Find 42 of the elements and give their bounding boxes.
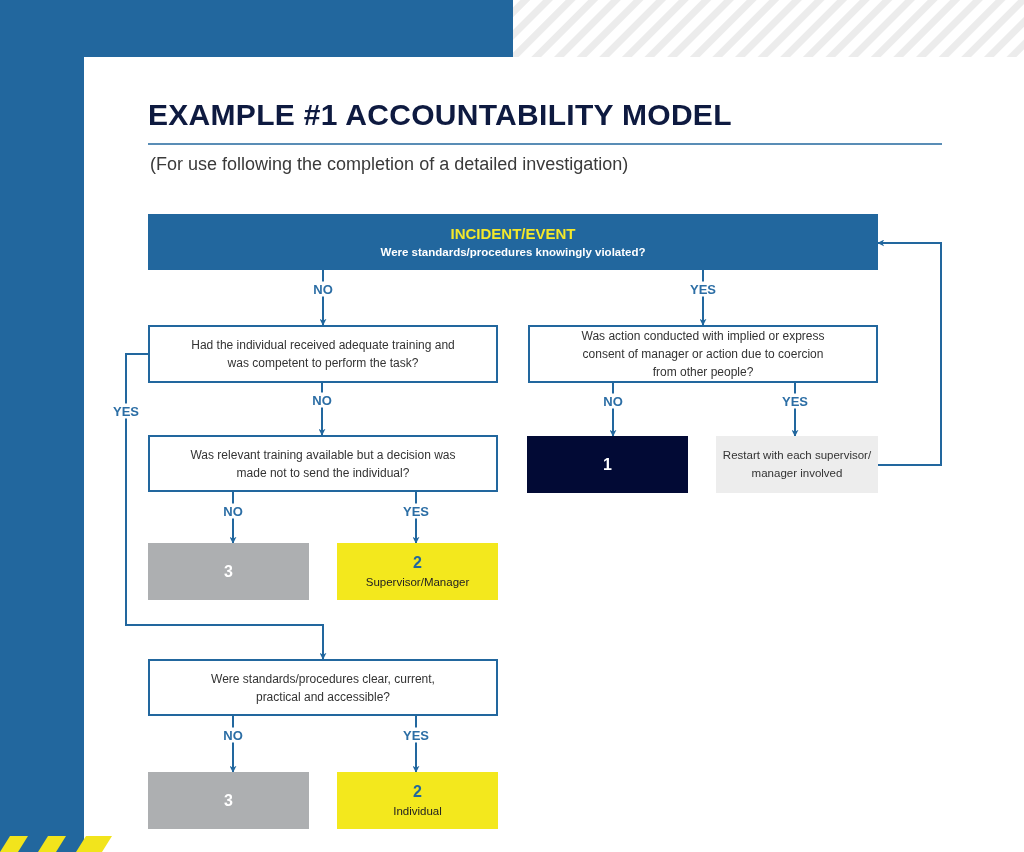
edge-label: NO xyxy=(221,727,245,743)
outcome-number: 1 xyxy=(603,454,612,475)
decision-box xyxy=(148,325,498,383)
outcome-box xyxy=(716,436,878,493)
edge-label: YES xyxy=(780,393,810,409)
edge-label: NO xyxy=(601,393,625,409)
arrow xyxy=(318,382,326,436)
arrow xyxy=(877,239,942,466)
outcome-number: 3 xyxy=(224,561,233,582)
title: EXAMPLE #1 ACCOUNTABILITY MODEL xyxy=(148,98,732,132)
decision-box xyxy=(528,325,878,383)
outcome-role: Individual xyxy=(393,803,442,819)
outcome-box xyxy=(148,543,309,600)
subtitle: (For use following the completion of a detailed investigation) xyxy=(150,154,629,175)
question: Were standards/procedures knowingly violated? xyxy=(380,244,646,260)
outcome-box xyxy=(337,772,498,829)
arrow xyxy=(125,353,327,660)
instruction: Restart with each supervisor/ manager involved xyxy=(721,448,873,481)
outcome-role: Supervisor/Manager xyxy=(365,574,470,590)
edge-label: YES xyxy=(688,281,718,297)
edge-label: YES xyxy=(401,503,431,519)
question: Was relevant training available but a decision was made not to send the individual? xyxy=(190,446,456,482)
start-box xyxy=(148,214,878,270)
edge-label: YES xyxy=(111,403,141,419)
decision-box xyxy=(148,435,498,492)
arrow xyxy=(229,715,237,773)
decision-box xyxy=(148,659,498,716)
edge-label: NO xyxy=(311,281,335,297)
question: Were standards/procedures clear, current, practical and accessible? xyxy=(210,670,436,706)
edge-label: NO xyxy=(310,392,334,408)
outcome-number: 2 xyxy=(413,552,422,573)
outcome-number: 2 xyxy=(413,781,422,802)
outcome-box xyxy=(527,436,688,493)
arrow xyxy=(319,269,327,326)
outcome-box xyxy=(148,772,309,829)
question: Was action conducted with implied or express consent of manager or action due to coercion from other people? xyxy=(580,328,826,381)
edge-label: YES xyxy=(401,727,431,743)
outcome-number: 3 xyxy=(224,790,233,811)
heading: INCIDENT/EVENT xyxy=(450,223,576,244)
question: Had the individual received adequate training and was competent to perform the task? xyxy=(190,337,456,372)
edge-label: NO xyxy=(221,503,245,519)
outcome-box xyxy=(337,543,498,600)
